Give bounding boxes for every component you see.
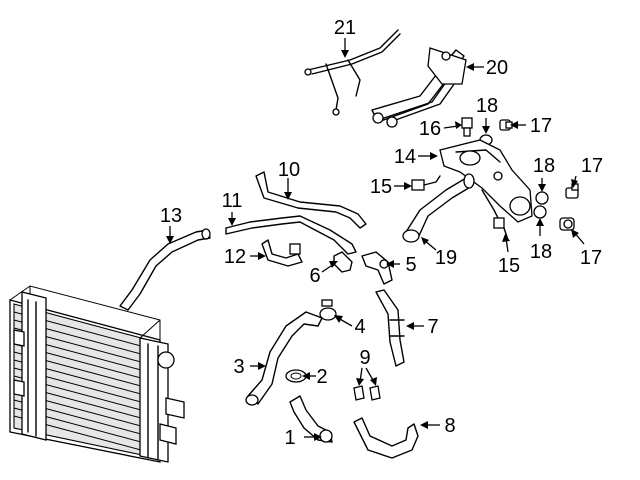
callout-labels: 1 2 3 4 5 6 7 8 9 10 11 12 13 14 15 15 1… <box>160 17 603 449</box>
leader-lines <box>166 38 585 441</box>
part-8-coolant-hose <box>353 417 419 459</box>
part-5-connector <box>361 251 393 285</box>
callout-6: 6 <box>309 265 320 287</box>
callout-10: 10 <box>278 159 300 181</box>
callout-18c: 18 <box>530 241 552 263</box>
callout-16: 16 <box>419 118 441 140</box>
part-17-plug-right-lower <box>559 217 575 231</box>
callout-14: 14 <box>394 146 416 168</box>
callout-2: 2 <box>316 366 327 388</box>
callout-5: 5 <box>405 254 416 276</box>
part-1-coolant-hose <box>289 395 333 443</box>
part-18-o-ring-right-upper <box>535 191 549 205</box>
callout-7: 7 <box>427 316 438 338</box>
callout-1: 1 <box>284 427 295 449</box>
callout-12: 12 <box>224 246 246 268</box>
part-11-heater-hose <box>225 215 357 255</box>
part-16-temperature-sensor <box>461 117 473 137</box>
callout-3: 3 <box>233 356 244 378</box>
part-17-plug-top <box>499 119 513 131</box>
part-18-o-ring-right-lower <box>533 205 547 219</box>
part-7-coolant-pipe <box>375 289 405 367</box>
callout-4: 4 <box>354 316 365 338</box>
callout-9: 9 <box>359 347 370 369</box>
radiator <box>9 285 185 463</box>
part-15-sensor-upper <box>411 175 441 191</box>
part-14-water-outlet-housing <box>439 139 533 223</box>
part-13-radiator-hose <box>119 228 211 311</box>
part-10-heater-hose <box>255 171 367 229</box>
callout-21: 21 <box>334 17 356 39</box>
part-12-bypass-hose <box>261 239 303 267</box>
part-20-coolant-pipe-assembly <box>371 47 467 128</box>
callout-11: 11 <box>222 190 243 212</box>
callout-8: 8 <box>444 415 455 437</box>
part-17-plug-right-upper <box>565 183 579 199</box>
callout-20: 20 <box>486 57 508 79</box>
callout-18a: 18 <box>476 95 498 117</box>
callout-17a: 17 <box>530 115 552 137</box>
part-4-hose-clamp <box>319 299 337 321</box>
callout-17c: 17 <box>580 247 602 269</box>
part-21-coolant-pipe-bracket <box>304 29 401 116</box>
callout-17b: 17 <box>581 155 603 177</box>
callout-15a: 15 <box>370 176 392 198</box>
callout-13: 13 <box>160 205 182 227</box>
callout-15b: 15 <box>498 255 520 277</box>
part-19-upper-hose <box>402 173 475 243</box>
part-3-lower-radiator-hose <box>245 311 323 406</box>
callout-18b: 18 <box>533 155 555 177</box>
callout-19: 19 <box>435 247 457 269</box>
part-9-hose-clamps <box>353 385 381 401</box>
